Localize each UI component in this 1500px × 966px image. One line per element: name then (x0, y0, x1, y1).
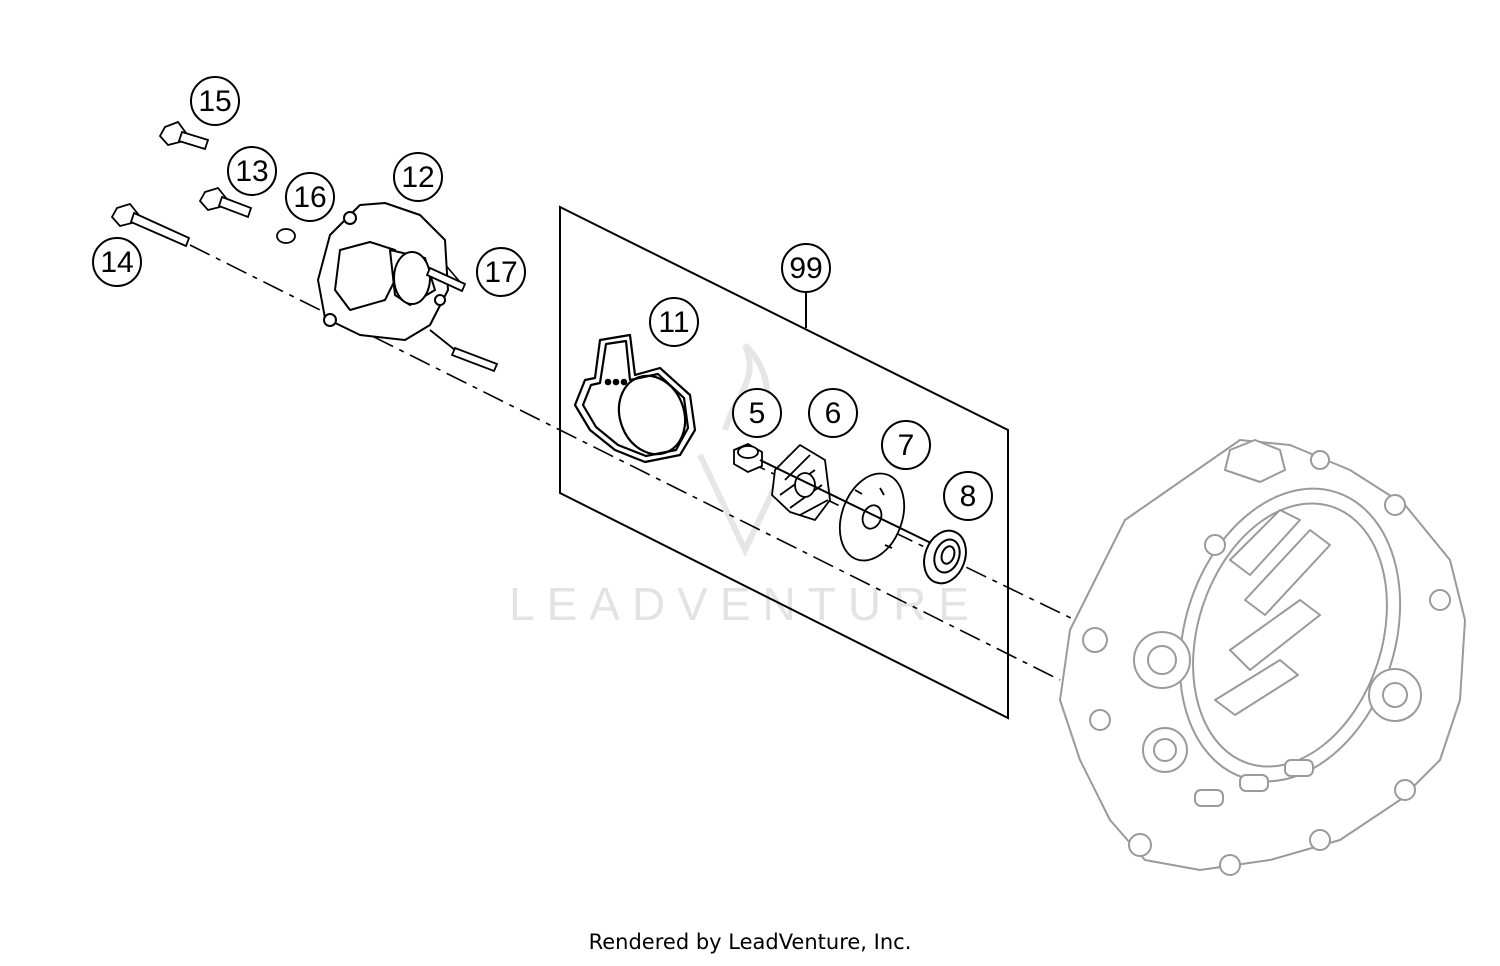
kit-box (559, 205, 1009, 720)
callout-11: 11 (649, 297, 699, 347)
callout-8: 8 (943, 471, 993, 521)
svg-text:12: 12 (401, 161, 434, 194)
bolt-14 (110, 202, 191, 248)
watermark-text: LEADVENTURE (509, 578, 981, 630)
render-credit: Rendered by LeadVenture, Inc. (588, 930, 912, 954)
shaft (759, 459, 936, 546)
bolt-13 (198, 186, 253, 219)
callout-6: 6 (808, 388, 858, 438)
callout-5: 5 (732, 388, 782, 438)
svg-text:11: 11 (658, 306, 689, 339)
callout-12: 12 (393, 152, 443, 202)
svg-text:6: 6 (825, 397, 842, 430)
callout-15: 15 (190, 76, 240, 126)
bolt-15 (158, 120, 210, 151)
svg-text:5: 5 (749, 397, 766, 430)
washer-16 (276, 228, 296, 244)
svg-text:13: 13 (235, 155, 268, 188)
callout-7: 7 (881, 420, 931, 470)
svg-text:8: 8 (960, 480, 977, 513)
svg-text:7: 7 (898, 429, 915, 462)
gasket-11 (573, 333, 697, 464)
callout-16: 16 (285, 172, 335, 222)
clutch-cover (1059, 439, 1466, 876)
dowel-pins (425, 266, 499, 373)
disc-7 (838, 472, 906, 562)
callout-14: 14 (92, 237, 142, 287)
impeller-6 (771, 444, 831, 521)
callout-17: 17 (476, 247, 526, 297)
callout-13: 13 (227, 146, 277, 196)
svg-text:17: 17 (484, 256, 517, 289)
seal-8 (923, 529, 967, 585)
water-pump-cover (317, 202, 449, 341)
svg-text:16: 16 (293, 181, 326, 214)
callout-99: 99 (781, 243, 831, 293)
nut-5 (733, 442, 763, 474)
svg-text:99: 99 (789, 252, 822, 285)
svg-text:14: 14 (100, 246, 133, 279)
svg-text:15: 15 (198, 85, 231, 118)
